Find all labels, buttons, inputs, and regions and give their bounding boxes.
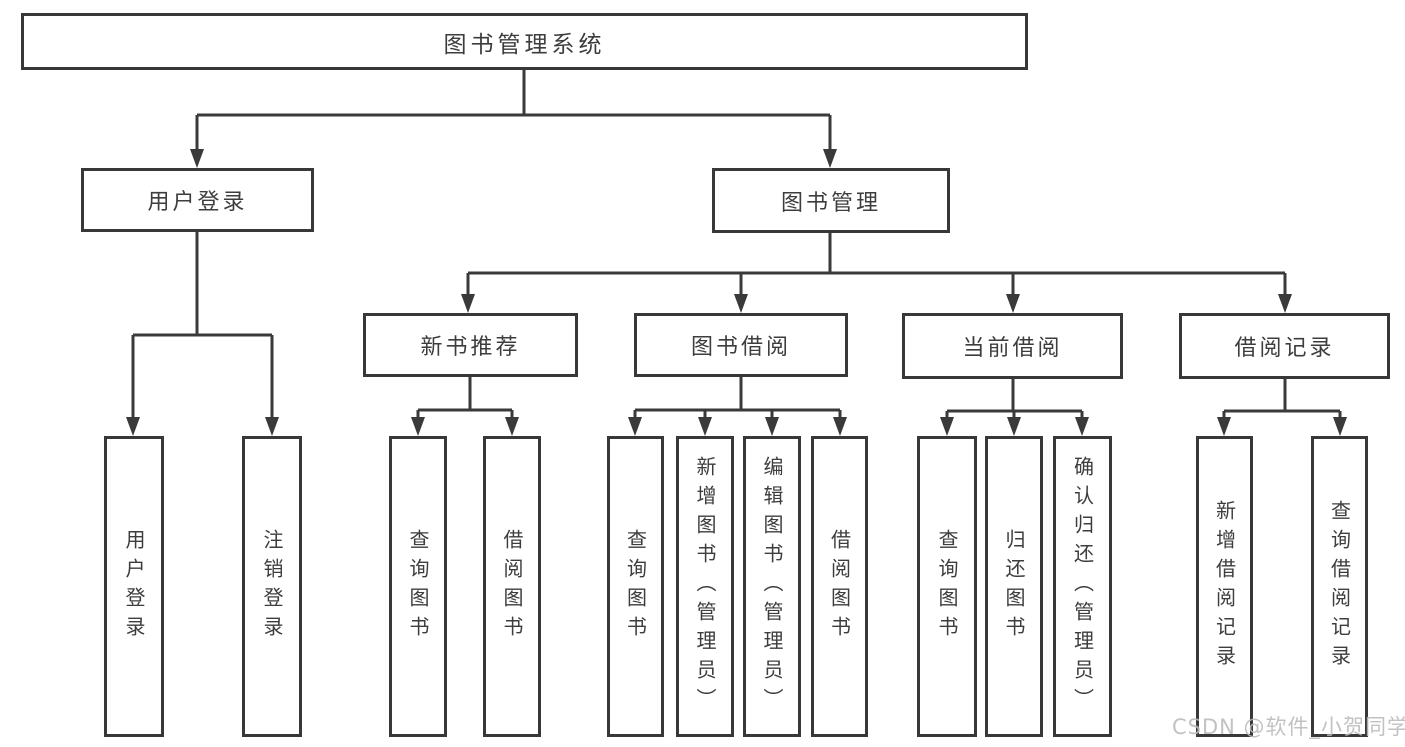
leaf-add-book-admin-label: 新增图书（管理员） xyxy=(693,456,717,717)
leaf-logout: 注销登录 xyxy=(242,436,302,737)
leaf-query-books-1: 查询图书 xyxy=(389,436,447,737)
node-user-login-group-label: 用户登录 xyxy=(147,190,248,215)
leaf-borrow-books-2-label: 借阅图书 xyxy=(827,528,852,645)
leaf-add-borrow-record-label: 新增借阅记录 xyxy=(1212,499,1237,674)
node-borrowing-records-label: 借阅记录 xyxy=(1234,336,1335,361)
leaf-query-borrow-record-label: 查询借阅记录 xyxy=(1327,499,1352,674)
leaf-query-borrow-record: 查询借阅记录 xyxy=(1311,436,1368,737)
node-current-borrowing-label: 当前借阅 xyxy=(962,336,1063,361)
leaf-edit-book-admin-label: 编辑图书（管理员） xyxy=(760,456,784,717)
leaf-add-borrow-record: 新增借阅记录 xyxy=(1196,436,1253,737)
leaf-borrow-books-1: 借阅图书 xyxy=(483,436,541,737)
node-library-system: 图书管理系统 xyxy=(21,13,1028,70)
leaf-query-books-3: 查询图书 xyxy=(917,436,977,737)
leaf-edit-book-admin: 编辑图书（管理员） xyxy=(743,436,801,737)
node-current-borrowing: 当前借阅 xyxy=(902,313,1123,379)
node-new-book-recommend: 新书推荐 xyxy=(363,313,578,377)
leaf-query-books-2-label: 查询图书 xyxy=(623,528,648,645)
watermark: CSDN @软件_小贺同学 xyxy=(1172,715,1405,739)
node-book-management: 图书管理 xyxy=(712,168,950,233)
leaf-return-books-label: 归还图书 xyxy=(1002,528,1026,645)
connector-path xyxy=(131,70,1342,420)
node-user-login-group: 用户登录 xyxy=(81,168,314,232)
leaf-confirm-return-admin-label: 确认归还（管理员） xyxy=(1070,456,1095,717)
node-book-borrowing-label: 图书借阅 xyxy=(690,335,791,360)
node-book-borrowing: 图书借阅 xyxy=(634,313,848,377)
leaf-query-books-3-label: 查询图书 xyxy=(935,528,959,645)
leaf-user-login-label: 用户登录 xyxy=(122,528,146,645)
node-new-book-recommend-label: 新书推荐 xyxy=(420,335,521,360)
leaf-return-books: 归还图书 xyxy=(985,436,1043,737)
node-book-management-label: 图书管理 xyxy=(780,190,881,216)
leaf-confirm-return-admin: 确认归还（管理员） xyxy=(1053,436,1112,737)
leaf-query-books-2: 查询图书 xyxy=(607,436,664,737)
node-library-system-label: 图书管理系统 xyxy=(443,31,606,58)
leaf-borrow-books-1-label: 借阅图书 xyxy=(500,528,524,645)
node-borrowing-records: 借阅记录 xyxy=(1179,313,1390,379)
leaf-borrow-books-2: 借阅图书 xyxy=(811,436,868,737)
leaf-user-login: 用户登录 xyxy=(104,436,164,737)
leaf-query-books-1-label: 查询图书 xyxy=(406,528,430,645)
leaf-add-book-admin: 新增图书（管理员） xyxy=(676,436,734,737)
leaf-logout-label: 注销登录 xyxy=(260,528,284,645)
